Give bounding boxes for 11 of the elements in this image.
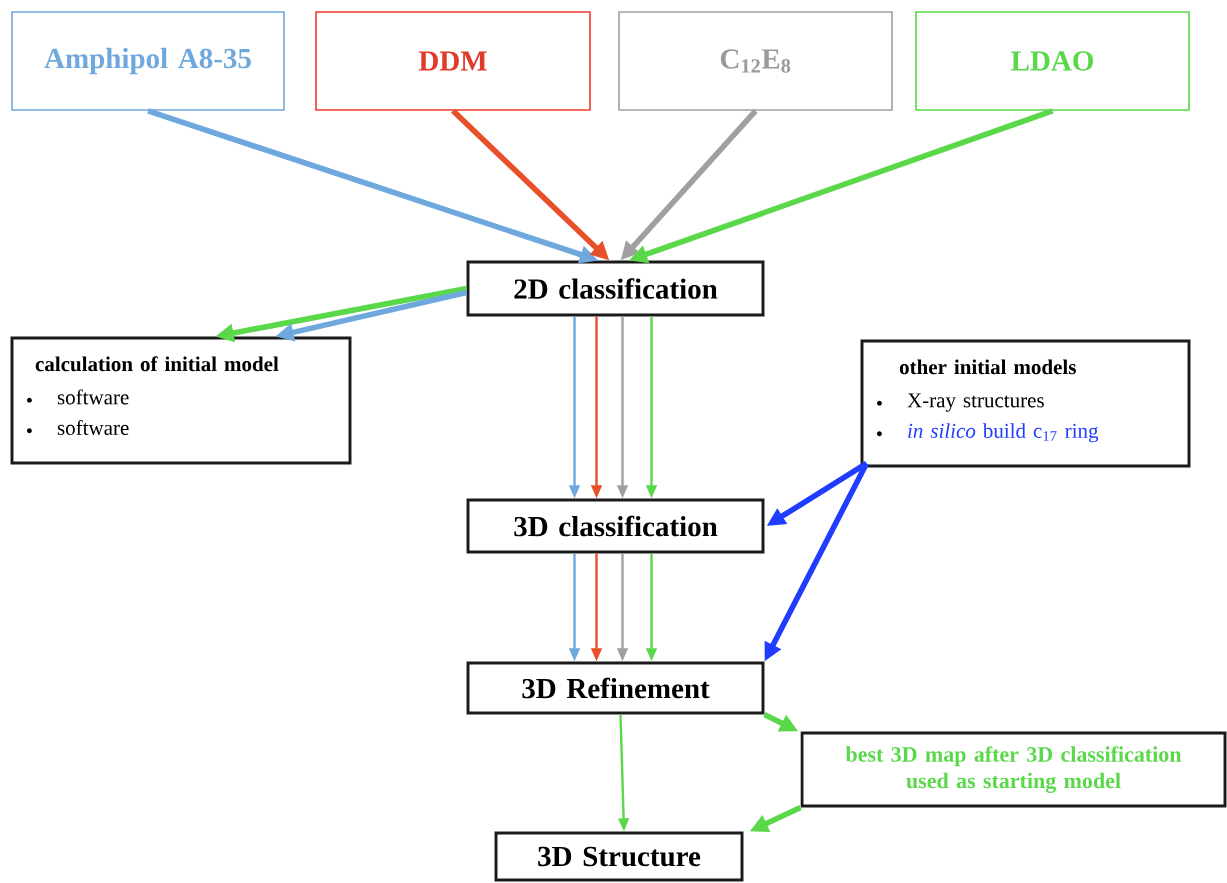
note-box: best 3D map after 3D classification used as starting model: [800, 731, 1227, 808]
info-box: other initial models X-ray structures in silico build c$_{17}$ ring: [860, 339, 1191, 468]
detergent-box: LDAO: [915, 11, 1190, 111]
process-box: 3D Refinement: [466, 661, 765, 715]
process-box: 2D classification: [466, 260, 765, 317]
detergent-box: C$_{12}$E$_{8}$: [618, 11, 893, 111]
process-box: 3D classification: [466, 498, 765, 554]
detergent-box: Amphipol A8-35: [11, 11, 285, 111]
info-box: calculation of initial model software software: [10, 336, 352, 465]
process-box: 3D Structure: [494, 831, 744, 882]
detergent-box: DDM: [315, 11, 591, 111]
